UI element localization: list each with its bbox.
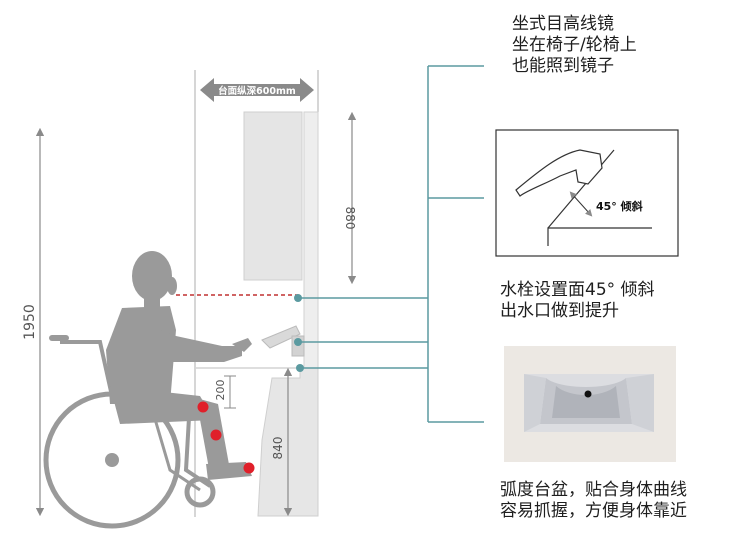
dimension-1950-label: 1950 <box>22 304 38 340</box>
dimension-1950: 1950 <box>22 127 45 517</box>
faucet-caption-line-1: 水栓设置面45° 倾斜 <box>500 280 655 300</box>
dimension-840-label: 840 <box>271 437 285 460</box>
basin-photo <box>504 346 676 462</box>
person-figure <box>106 251 252 480</box>
basin-caption-line-2: 容易抓握，方便身体靠近 <box>500 501 687 521</box>
basin-caption: 弧度台盆，贴合身体曲线 容易抓握，方便身体靠近 <box>500 480 687 522</box>
contact-markers <box>197 401 255 474</box>
dimension-880: 880 <box>343 111 357 285</box>
mirror-cabinet <box>243 111 303 281</box>
marker-knee <box>197 401 209 413</box>
marker-shin <box>210 429 222 441</box>
depth-arrow: 台面纵深600mm <box>200 78 314 102</box>
marker-foot <box>243 462 255 474</box>
mirror-caption-line-3: 也能照到镜子 <box>512 56 614 76</box>
callout-lines <box>298 65 484 423</box>
dimension-880-label: 880 <box>343 207 357 230</box>
mirror-caption-line-2: 坐在椅子/轮椅上 <box>512 35 637 55</box>
dimension-200-label: 200 <box>214 380 227 401</box>
faucet-detail-box: 45° 倾斜 <box>495 129 679 257</box>
depth-label: 台面纵深600mm <box>218 85 296 97</box>
faucet-caption-line-2: 出水口做到提升 <box>500 301 619 321</box>
wall-lines <box>194 70 319 517</box>
dimension-840: 840 <box>271 367 293 517</box>
faucet-detail-label: 45° 倾斜 <box>596 199 643 213</box>
dimension-200: 200 <box>214 375 236 409</box>
callout-dots <box>294 294 304 372</box>
mirror-caption: 坐式目高线镜 坐在椅子/轮椅上 也能照到镜子 <box>512 14 637 77</box>
basin-caption-line-1: 弧度台盆，贴合身体曲线 <box>500 480 687 500</box>
faucet-caption: 水栓设置面45° 倾斜 出水口做到提升 <box>500 280 655 322</box>
mirror-caption-line-1: 坐式目高线镜 <box>512 14 614 34</box>
